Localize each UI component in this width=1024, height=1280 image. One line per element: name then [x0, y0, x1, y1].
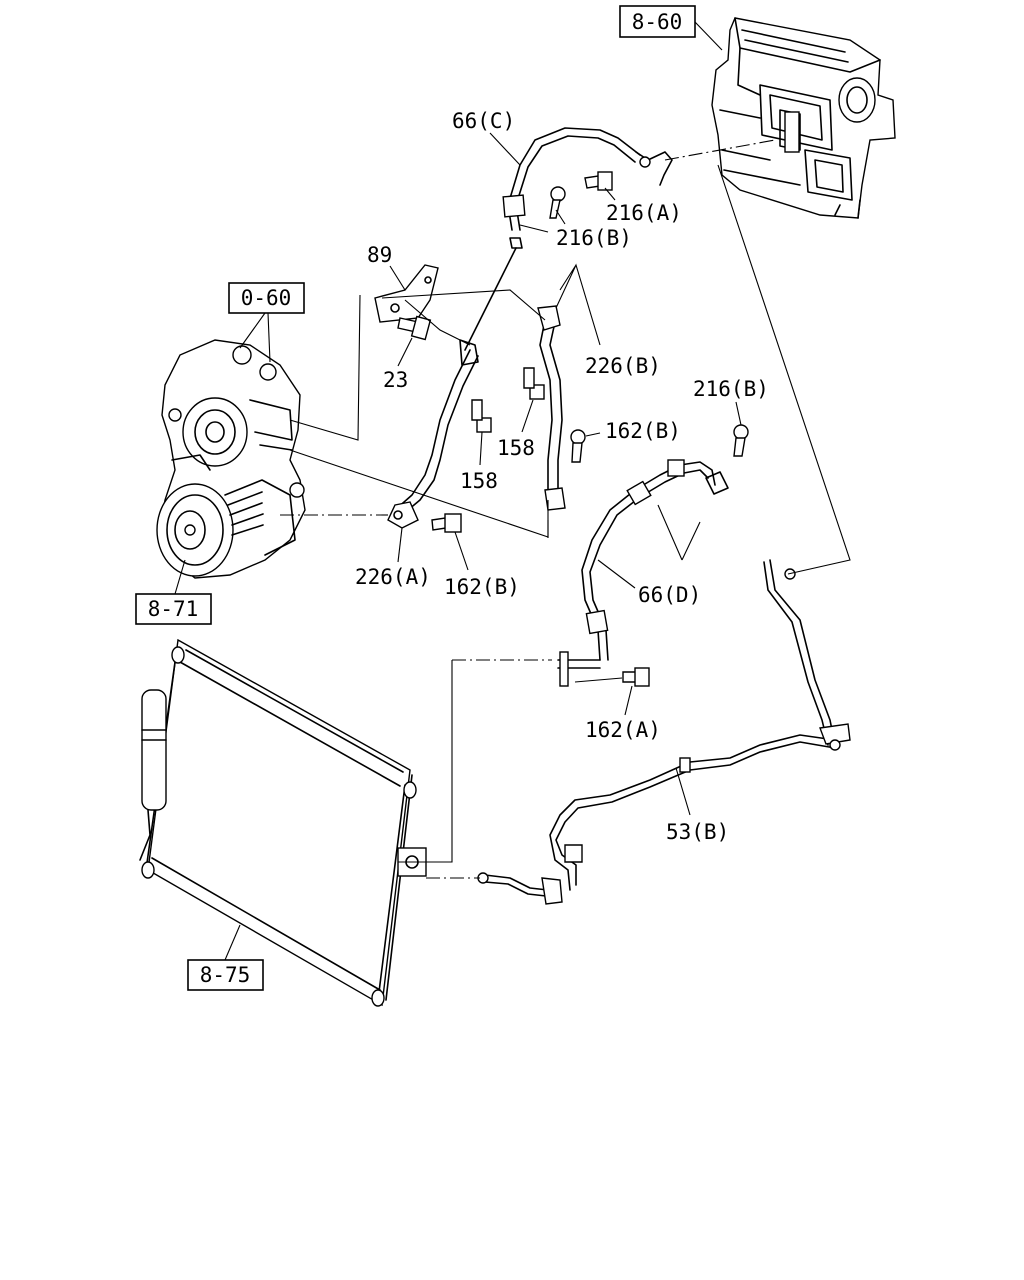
callout-label-158-upper: 158: [460, 469, 498, 493]
hvac-unit-illustration: [711, 17, 896, 219]
ref-box-8-75: 8-75: [187, 924, 264, 991]
callout-label-216a: 216(A): [606, 201, 682, 225]
callout-label-66d: 66(D): [638, 583, 701, 607]
callout-label-216b-right: 216(B): [693, 377, 769, 401]
ref-label-0-60: 0-60: [241, 286, 292, 310]
callout-89: 89: [367, 243, 406, 291]
callout-226b: 226(B): [555, 263, 661, 378]
compressor-illustration: [156, 339, 306, 579]
callout-216b-top: 216(B): [519, 209, 632, 250]
ref-label-8-75: 8-75: [200, 963, 251, 987]
callout-53b: 53(B): [666, 767, 729, 844]
callout-label-89: 89: [367, 243, 392, 267]
callout-158-lower: 158: [497, 399, 535, 460]
condenser-illustration: [139, 638, 427, 1007]
callout-label-23: 23: [383, 368, 408, 392]
bolt-216b-right: [733, 424, 749, 457]
bolt-158-lower: [523, 367, 545, 400]
callout-216a: 216(A): [604, 187, 682, 225]
callout-label-226a: 226(A): [355, 565, 431, 589]
bolt-23: [397, 315, 432, 341]
callout-162a: 162(A): [585, 685, 661, 742]
hose-discharge: [537, 305, 566, 511]
bolt-216a: [584, 171, 613, 191]
bolt-162a: [622, 667, 650, 687]
callout-23: 23: [383, 337, 413, 392]
hose-66d: [557, 459, 729, 687]
pipe-53b: [477, 559, 851, 905]
callout-label-226b: 226(B): [585, 354, 661, 378]
alignment-lines: [280, 139, 851, 879]
callout-label-53b: 53(B): [666, 820, 729, 844]
callout-label-162b-right: 162(B): [605, 419, 681, 443]
bolt-162b-left: [431, 513, 462, 533]
hose-66c: [464, 127, 673, 351]
callout-label-162b-left: 162(B): [444, 575, 520, 599]
callout-label-216b-top: 216(B): [556, 226, 632, 250]
callout-label-66c: 66(C): [452, 109, 515, 133]
ref-box-8-60: 8-60: [619, 5, 723, 51]
callout-162b-right: 162(B): [585, 419, 681, 443]
callout-158-upper: 158: [460, 431, 498, 493]
ref-label-8-60: 8-60: [632, 10, 683, 34]
bolt-162b-right: [570, 429, 586, 463]
ref-box-0-60: 0-60: [228, 282, 305, 363]
callout-162b-left: 162(B): [444, 531, 520, 599]
callout-label-158-lower: 158: [497, 436, 535, 460]
callout-66d: 66(D): [597, 504, 701, 607]
ref-label-8-71: 8-71: [148, 597, 199, 621]
callout-216b-right: 216(B): [693, 377, 769, 426]
bracket-89: [374, 264, 439, 323]
callout-226a: 226(A): [355, 527, 431, 589]
bolt-216b-top: [549, 186, 566, 219]
callout-label-162a: 162(A): [585, 718, 661, 742]
hose-compressor-suction: [387, 339, 479, 529]
ref-box-8-71: 8-71: [135, 559, 212, 625]
bolt-158-upper: [471, 399, 492, 433]
callout-66c: 66(C): [452, 109, 521, 166]
